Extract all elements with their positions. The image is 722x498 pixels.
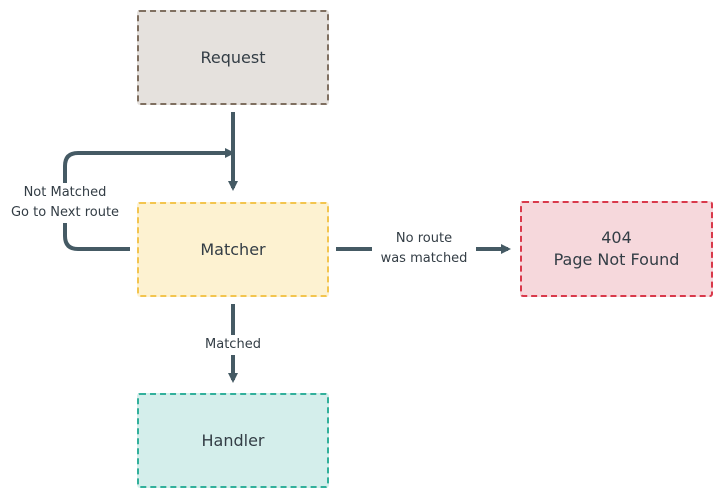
request-node: Request: [137, 10, 329, 105]
not-found-node: 404 Page Not Found: [520, 201, 713, 297]
not-matched-line-1: Not Matched: [23, 185, 107, 200]
handler-label: Handler: [201, 430, 265, 450]
no-route-line-1: No route: [395, 231, 453, 246]
matcher-node: Matcher: [137, 202, 329, 297]
not-found-code: 404: [601, 228, 632, 247]
no-route-edge-label: No route was matched: [372, 229, 476, 269]
handler-node: Handler: [137, 393, 329, 488]
not-matched-edge-label: Not Matched Go to Next route: [6, 183, 124, 223]
no-route-line-2: was matched: [380, 251, 468, 266]
request-label: Request: [200, 47, 266, 67]
not-matched-line-2: Go to Next route: [10, 205, 120, 220]
not-found-label: Page Not Found: [553, 250, 680, 269]
matched-label-text: Matched: [205, 337, 261, 352]
matcher-label: Matcher: [200, 239, 266, 259]
matched-edge-label: Matched: [195, 335, 271, 355]
